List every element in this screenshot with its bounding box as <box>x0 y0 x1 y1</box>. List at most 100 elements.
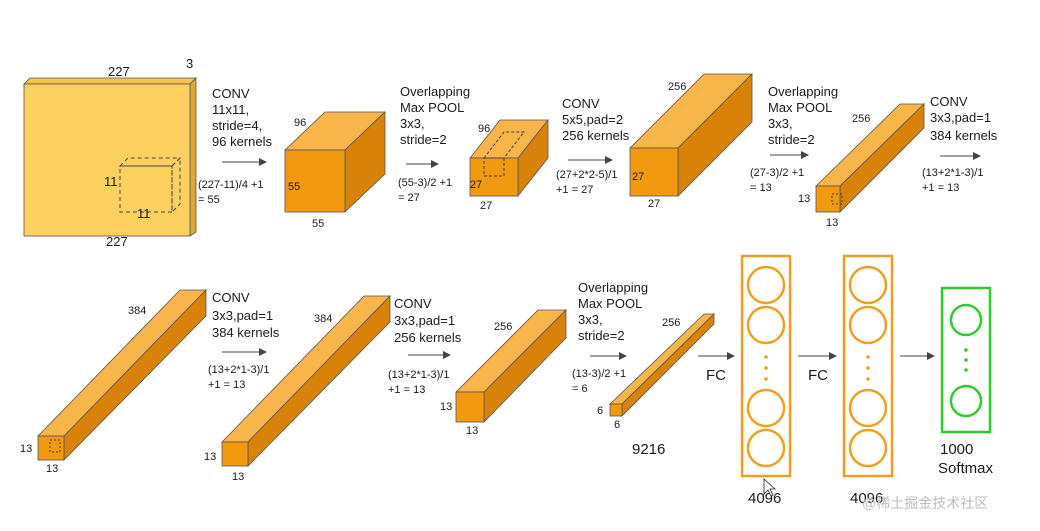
flatten-size-label: 9216 <box>632 441 665 458</box>
input-height-label: 227 <box>106 234 128 249</box>
svg-text:256 kernels: 256 kernels <box>394 330 462 345</box>
svg-text:3x3,: 3x3, <box>768 116 793 131</box>
pool1-output-volume <box>469 118 549 198</box>
conv4-formula: (13+2*1-3)/1 +1 = 13 <box>208 364 269 391</box>
svg-text:384 kernels: 384 kernels <box>212 325 280 340</box>
pool3-formula: (13-3)/2 +1 = 6 <box>572 368 626 395</box>
svg-text:+1 = 13: +1 = 13 <box>922 182 959 194</box>
softmax-name-label: Softmax <box>938 460 994 477</box>
svg-text:+1 = 13: +1 = 13 <box>208 379 245 391</box>
input-kernel-window <box>118 156 182 214</box>
svg-text:CONV: CONV <box>562 96 600 111</box>
svg-text:3x3,: 3x3, <box>578 312 603 327</box>
conv5-formula: (13+2*1-3)/1 +1 = 13 <box>388 369 449 396</box>
mouse-cursor-icon <box>763 478 777 497</box>
input-depth-label: 3 <box>186 56 193 71</box>
vol3-width-label: 27 <box>648 198 660 210</box>
fc1-label: FC <box>706 367 726 384</box>
svg-text:Overlapping: Overlapping <box>400 84 470 99</box>
vol5-width-label: 13 <box>46 463 58 475</box>
pool3-output-volume <box>609 313 715 417</box>
svg-text:(13+2*1-3)/1: (13+2*1-3)/1 <box>208 364 269 376</box>
fc2-layer <box>842 254 894 478</box>
svg-text:384 kernels: 384 kernels <box>930 128 998 143</box>
svg-text:stride=2: stride=2 <box>578 328 625 343</box>
svg-text:CONV: CONV <box>212 290 250 305</box>
vol6-width-label: 13 <box>232 471 244 483</box>
input-image-volume <box>23 77 197 237</box>
svg-text:stride=2: stride=2 <box>768 132 815 147</box>
watermark-text: @稀土掘金技术社区 <box>862 495 988 511</box>
svg-text:+1 = 27: +1 = 27 <box>556 184 593 196</box>
input-kernel-height-label: 11 <box>104 174 118 189</box>
vol4-width-label: 13 <box>826 217 838 229</box>
vol5-height-label: 13 <box>20 443 32 455</box>
pool2-description: Overlapping Max POOL 3x3, stride=2 <box>768 84 838 147</box>
vol4-depth-label: 256 <box>852 113 870 125</box>
svg-text:Max POOL: Max POOL <box>400 100 464 115</box>
svg-text:+1 = 13: +1 = 13 <box>388 384 425 396</box>
svg-text:11x11,: 11x11, <box>212 102 249 117</box>
vol7-height-label: 13 <box>440 401 452 413</box>
svg-text:CONV: CONV <box>394 296 432 311</box>
svg-text:3x3,pad=1: 3x3,pad=1 <box>930 110 991 125</box>
svg-text:(13-3)/2 +1: (13-3)/2 +1 <box>572 368 626 380</box>
pool3-description: Overlapping Max POOL 3x3, stride=2 <box>578 280 648 343</box>
conv2-description: CONV 5x5,pad=2 256 kernels <box>562 96 630 143</box>
vol8-width-label: 6 <box>614 419 620 431</box>
svg-text:256 kernels: 256 kernels <box>562 128 630 143</box>
fc1-layer <box>740 254 792 478</box>
svg-text:(27-3)/2 +1: (27-3)/2 +1 <box>750 167 804 179</box>
conv3-description: CONV 3x3,pad=1 384 kernels <box>930 94 998 143</box>
conv1-description: CONV 11x11, stride=4, 96 kernels <box>212 86 272 149</box>
svg-text:(227-11)/4 +1: (227-11)/4 +1 <box>198 179 264 191</box>
svg-text:Overlapping: Overlapping <box>578 280 648 295</box>
vol8-height-label: 6 <box>597 405 603 417</box>
vol7-depth-label: 256 <box>494 321 512 333</box>
svg-text:CONV: CONV <box>212 86 250 101</box>
conv5-output-volume <box>455 309 567 423</box>
fc2-size-label: 4096 <box>850 490 883 507</box>
vol2-depth-label: 96 <box>478 123 490 135</box>
svg-text:stride=2: stride=2 <box>400 132 447 147</box>
svg-text:= 6: = 6 <box>572 383 588 395</box>
svg-text:= 55: = 55 <box>198 194 220 206</box>
svg-text:(55-3)/2 +1: (55-3)/2 +1 <box>398 177 452 189</box>
input-width-label: 227 <box>108 64 130 79</box>
vol3-depth-label: 256 <box>668 81 686 93</box>
vol5-depth-label: 384 <box>128 305 146 317</box>
svg-text:(27+2*2-5)/1: (27+2*2-5)/1 <box>556 169 617 181</box>
vol2-height-label: 27 <box>470 179 482 191</box>
conv4-description: CONV 3x3,pad=1 384 kernels <box>212 290 280 340</box>
conv2-formula: (27+2*2-5)/1 +1 = 27 <box>556 169 617 196</box>
conv2-output-volume <box>629 73 753 197</box>
pool1-formula: (55-3)/2 +1 = 27 <box>398 177 452 204</box>
vol3-height-label: 27 <box>632 171 644 183</box>
pool1-description: Overlapping Max POOL 3x3, stride=2 <box>400 84 470 147</box>
conv3-formula: (13+2*1-3)/1 +1 = 13 <box>922 167 983 194</box>
conv1-output-volume <box>283 111 387 213</box>
conv1-formula: (227-11)/4 +1 = 55 <box>198 179 264 206</box>
input-kernel-width-label: 11 <box>137 206 151 221</box>
conv4-output-volume <box>221 295 391 467</box>
vol1-height-label: 55 <box>288 181 300 193</box>
svg-text:Max POOL: Max POOL <box>578 296 642 311</box>
vol6-depth-label: 384 <box>314 313 332 325</box>
svg-text:(13+2*1-3)/1: (13+2*1-3)/1 <box>388 369 449 381</box>
softmax-layer <box>940 286 992 434</box>
svg-text:(13+2*1-3)/1: (13+2*1-3)/1 <box>922 167 983 179</box>
svg-text:= 13: = 13 <box>750 182 772 194</box>
vol4-height-label: 13 <box>798 193 810 205</box>
vol6-height-label: 13 <box>204 451 216 463</box>
conv5-description: CONV 3x3,pad=1 256 kernels <box>394 296 462 345</box>
fc2-label: FC <box>808 367 828 384</box>
pool2-formula: (27-3)/2 +1 = 13 <box>750 167 804 194</box>
svg-text:= 27: = 27 <box>398 192 420 204</box>
vol7-width-label: 13 <box>466 425 478 437</box>
pool2-output-volume <box>815 103 925 213</box>
svg-text:5x5,pad=2: 5x5,pad=2 <box>562 112 623 127</box>
vol8-depth-label: 256 <box>662 317 680 329</box>
svg-text:CONV: CONV <box>930 94 968 109</box>
svg-text:3x3,pad=1: 3x3,pad=1 <box>394 313 455 328</box>
